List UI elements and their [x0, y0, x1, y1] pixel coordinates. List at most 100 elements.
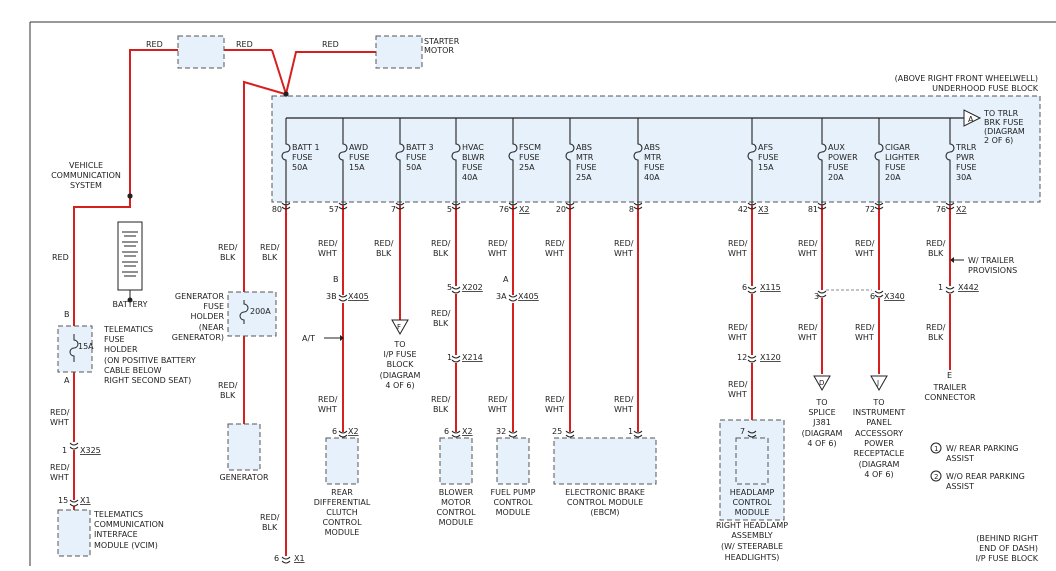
telematics-fuse-desc-2: FUSE	[104, 335, 125, 344]
wire-label-red-wht-2: WHT	[50, 473, 69, 482]
splice-letter: D	[819, 379, 824, 387]
connector-symbols	[69, 202, 955, 564]
fuse-label: FUSE	[885, 163, 906, 172]
fuse-pin: 76	[499, 205, 509, 214]
fuse-label: PWR	[956, 153, 975, 162]
wire-label-red: RED	[322, 40, 339, 49]
fuse-label: MTR	[576, 153, 594, 162]
wire-label-red-blk-2: BLK	[262, 523, 278, 532]
fuse-label: 15A	[758, 163, 774, 172]
diagram-frame	[29, 21, 1056, 566]
telematics-fuse-holder	[57, 325, 93, 373]
fuse-pin: 8	[629, 205, 634, 214]
junction-dot	[127, 193, 133, 199]
fuse-symbol	[395, 118, 405, 206]
fuse-symbol	[338, 118, 348, 206]
fuse-label: FUSE	[462, 163, 483, 172]
legend-1-label-1: W/ REAR PARKING	[946, 444, 1018, 453]
x214-pin: 1	[447, 353, 452, 362]
wire-label-red-wht-2: WHT	[728, 390, 747, 399]
wire-label-red-wht-1: RED/	[798, 239, 818, 248]
connector-symbol	[508, 294, 518, 302]
fuse-label: 40A	[644, 173, 660, 182]
wire-label-red-wht-1: RED/	[728, 239, 748, 248]
wire-label-red-wht-1: RED/	[318, 239, 338, 248]
wire-label-red-blk-1: RED/	[431, 395, 451, 404]
gen-fuse-desc-4: (NEAR	[199, 323, 225, 332]
generator-label: GENERATOR	[219, 473, 269, 482]
vcim-label-3: INTERFACE	[94, 530, 138, 539]
fuse-label: ABS	[576, 143, 592, 152]
junction-dot	[283, 91, 289, 97]
at-arrowhead	[340, 335, 344, 341]
wire-label-red-wht-2: WHT	[855, 333, 874, 342]
telematics-pin-b: B	[64, 310, 70, 319]
connector-symbol	[395, 202, 405, 210]
ip-acc-label-7: (DIAGRAM	[859, 460, 900, 469]
fsc-pin-3a: 3A	[496, 292, 507, 301]
splice-label-5: 4 OF 6)	[807, 439, 836, 448]
fuel-label-2: CONTROL	[493, 498, 533, 507]
blower-label-4: MODULE	[439, 518, 474, 527]
x340-label: X340	[884, 292, 905, 301]
wire-label-red-wht-1: RED/	[798, 323, 818, 332]
connector-symbol	[69, 442, 79, 450]
fuse-label: FUSE	[758, 153, 779, 162]
fuse-label: 20A	[885, 173, 901, 182]
fuse-label: 30A	[956, 173, 972, 182]
ip-acc-label-4: ACCESSORY	[855, 429, 903, 438]
wire-label-red-blk-2: BLK	[928, 333, 944, 342]
generator-fuse-symbol	[239, 300, 249, 324]
ip-block-location-3: I/P FUSE BLOCK	[976, 554, 1039, 563]
connector-symbol	[633, 430, 643, 438]
ebcm-pin-right: 1	[628, 427, 633, 436]
x442-label: X442	[958, 283, 979, 292]
starter-motor-label-2: MOTOR	[424, 46, 454, 55]
wire-label-red-wht-1: RED/	[855, 323, 875, 332]
wire-label-red-blk-2: BLK	[220, 253, 236, 262]
ebcm-pin-left: 25	[552, 427, 562, 436]
gen-fuse-desc-2: FUSE	[203, 302, 224, 311]
fuel-pin: 32	[496, 427, 506, 436]
vcs-label-1: VEHICLE	[69, 161, 103, 170]
fuse-block-location-2: UNDERHOOD FUSE BLOCK	[932, 84, 1039, 93]
fuse-label: FSCM	[519, 143, 541, 152]
trailer-provisions-label-2: PROVISIONS	[968, 266, 1017, 275]
blower-box	[439, 437, 473, 485]
fuse-label: 50A	[406, 163, 422, 172]
aux-pin: 3	[814, 292, 819, 301]
headlamp-assembly-label-1: RIGHT HEADLAMP	[716, 521, 788, 530]
vcs-label-2: COMMUNICATION	[51, 171, 121, 180]
connector-symbol	[69, 499, 79, 507]
fuse-label: FUSE	[292, 153, 313, 162]
trlr-brk-arrow	[963, 109, 982, 127]
fuse-pin: 80	[272, 205, 282, 214]
bottom-conn: X1	[294, 554, 305, 563]
connector-symbol	[451, 202, 461, 210]
telematics-fuse-symbol	[69, 334, 79, 362]
fuse-pin: 81	[808, 205, 818, 214]
trlr-brk-label-2: BRK FUSE	[984, 118, 1023, 127]
headlamp-pin: 7	[740, 427, 745, 436]
inline-box-red	[177, 35, 225, 69]
headlamp-module-box	[735, 437, 769, 485]
ip-fuse-letter: F	[397, 323, 401, 331]
connector-symbol	[281, 556, 291, 564]
ip-block-location-1: (BEHIND RIGHT	[976, 534, 1038, 543]
ip-acc-label-8: 4 OF 6)	[864, 470, 893, 479]
telematics-fuse-desc-4: (ON POSITIVE BATTERY	[104, 356, 196, 365]
x120-pin: 12	[737, 353, 747, 362]
wire-label-red-blk-2: BLK	[433, 405, 449, 414]
vcim-label-1: TELEMATICS	[93, 510, 143, 519]
wire-label-red-blk-1: RED/	[218, 381, 238, 390]
fuse-label: ABS	[644, 143, 660, 152]
legend-1-num: 1	[934, 445, 938, 453]
generator-box	[227, 423, 261, 471]
fuel-label-1: FUEL PUMP	[491, 488, 536, 497]
fsc-x405-label: X405	[518, 292, 539, 301]
ip-acc-label-2: INSTRUMENT	[853, 408, 906, 417]
wire-label-red: RED	[146, 40, 163, 49]
wire-label-red-wht-1: RED/	[728, 323, 748, 332]
wire-label-red-wht-1: RED/	[50, 463, 70, 472]
wire-label-red-blk-1: RED/	[260, 513, 280, 522]
